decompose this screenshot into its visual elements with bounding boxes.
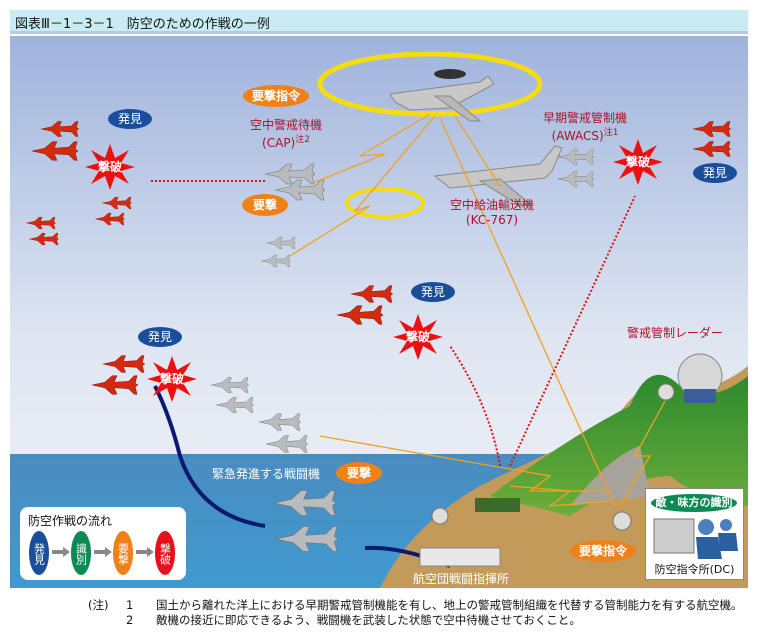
dc-label: 防空指令所(DC) [654,563,735,576]
awacs-label-line1: 早期警戒管制機 [543,111,628,125]
scramble-label: 緊急発進する戦闘機 [212,467,321,481]
badge-detect: 発見 [693,163,737,183]
destroy-label: 撃破 [625,155,650,169]
awacs-note-ref: 注1 [603,128,619,138]
cap-orbit [345,187,425,219]
cap-label: 空中警戒待機 (CAP)注2 [250,118,322,151]
legend-box: 防空作戦の流れ 発見 識別 要撃 撃破 [20,507,186,580]
destroy-burst: 撃破 [393,314,443,360]
legend-title: 防空作戦の流れ [28,514,113,528]
tanker-label-line2: (KC-767) [465,213,519,227]
footnotes: (注) 1 国土から離れた洋上における早期警戒管制機能を有し、地上の警戒管制組織を代… [88,598,743,628]
sam-launcher-icon [475,498,520,512]
legend-step-intercept: 要撃 [113,531,133,575]
antenna-icon [431,507,449,525]
legend-step-destroy: 撃破 [155,531,175,575]
arrow-right-icon [94,547,112,557]
note-text: 国土から離れた洋上における早期警戒管制機能を有し、地上の警戒管制組織を代替する管… [156,598,743,612]
destroy-label: 撃破 [405,330,430,344]
legend-step-detect: 発見 [29,531,49,575]
destroy-label: 撃破 [97,160,122,174]
badge-detect: 発見 [138,327,182,347]
wing-hq-label: 航空団戦闘指揮所 [413,572,510,586]
data-link-lines [289,113,666,507]
badge-detect: 発見 [108,109,152,129]
awacs-label-line2: (AWACS) [551,129,604,143]
antenna-icon [612,511,632,531]
tanker-label: 空中給油輸送機 (KC-767) [450,198,534,228]
scene-illustration [10,36,748,588]
cap-label-line2: (CAP) [262,136,296,150]
antenna-icon [657,383,675,401]
note-text: 敵機の接近に即応できるよう、戦闘機を武装した状態で空中待機させておくこと。 [156,613,581,627]
arrow-right-icon [136,547,154,557]
awacs-label: 早期警戒管制機 (AWACS)注1 [543,111,627,144]
air-defense-diagram: 要撃指令 空中警戒待機 (CAP)注2 早期警戒管制機 (AWACS)注1 空中… [10,36,748,588]
operators-icon [653,518,738,559]
tanker-label-line1: 空中給油輸送機 [450,198,535,212]
destroy-label: 撃破 [159,372,184,386]
hq-building-icon [419,547,501,567]
cap-label-line1: 空中警戒待機 [250,118,323,132]
destroy-burst: 撃破 [85,144,135,190]
note-number: 1 [126,598,134,612]
destroy-burst: 撃破 [147,356,197,402]
badge-intercept: 要撃 [336,462,382,484]
notes-prefix: (注) [88,598,109,612]
badge-detect: 発見 [411,282,455,302]
arrow-right-icon [52,547,70,557]
destroy-burst: 撃破 [613,139,663,185]
missile-tracks [150,180,636,467]
cap-note-ref: 注2 [295,135,310,145]
badge-intercept-order: 要撃指令 [570,540,636,562]
radar-label: 警戒管制レーダー [627,326,724,340]
dc-panel: 敵・味方の識別 防空指令所(DC) [645,488,744,580]
legend-step-identify: 識別 [71,531,91,575]
iff-badge: 敵・味方の識別 [651,494,737,512]
note-number: 2 [126,613,134,627]
figure-title: 図表Ⅲ－1－3－1 防空のための作戦の一例 [15,17,270,32]
figure-title-bar: 図表Ⅲ－1－3－1 防空のための作戦の一例 [10,10,748,34]
green-hill [490,374,748,516]
awacs-plane-icon [389,69,495,122]
badge-intercept-order: 要撃指令 [243,85,309,107]
badge-intercept: 要撃 [242,194,288,216]
